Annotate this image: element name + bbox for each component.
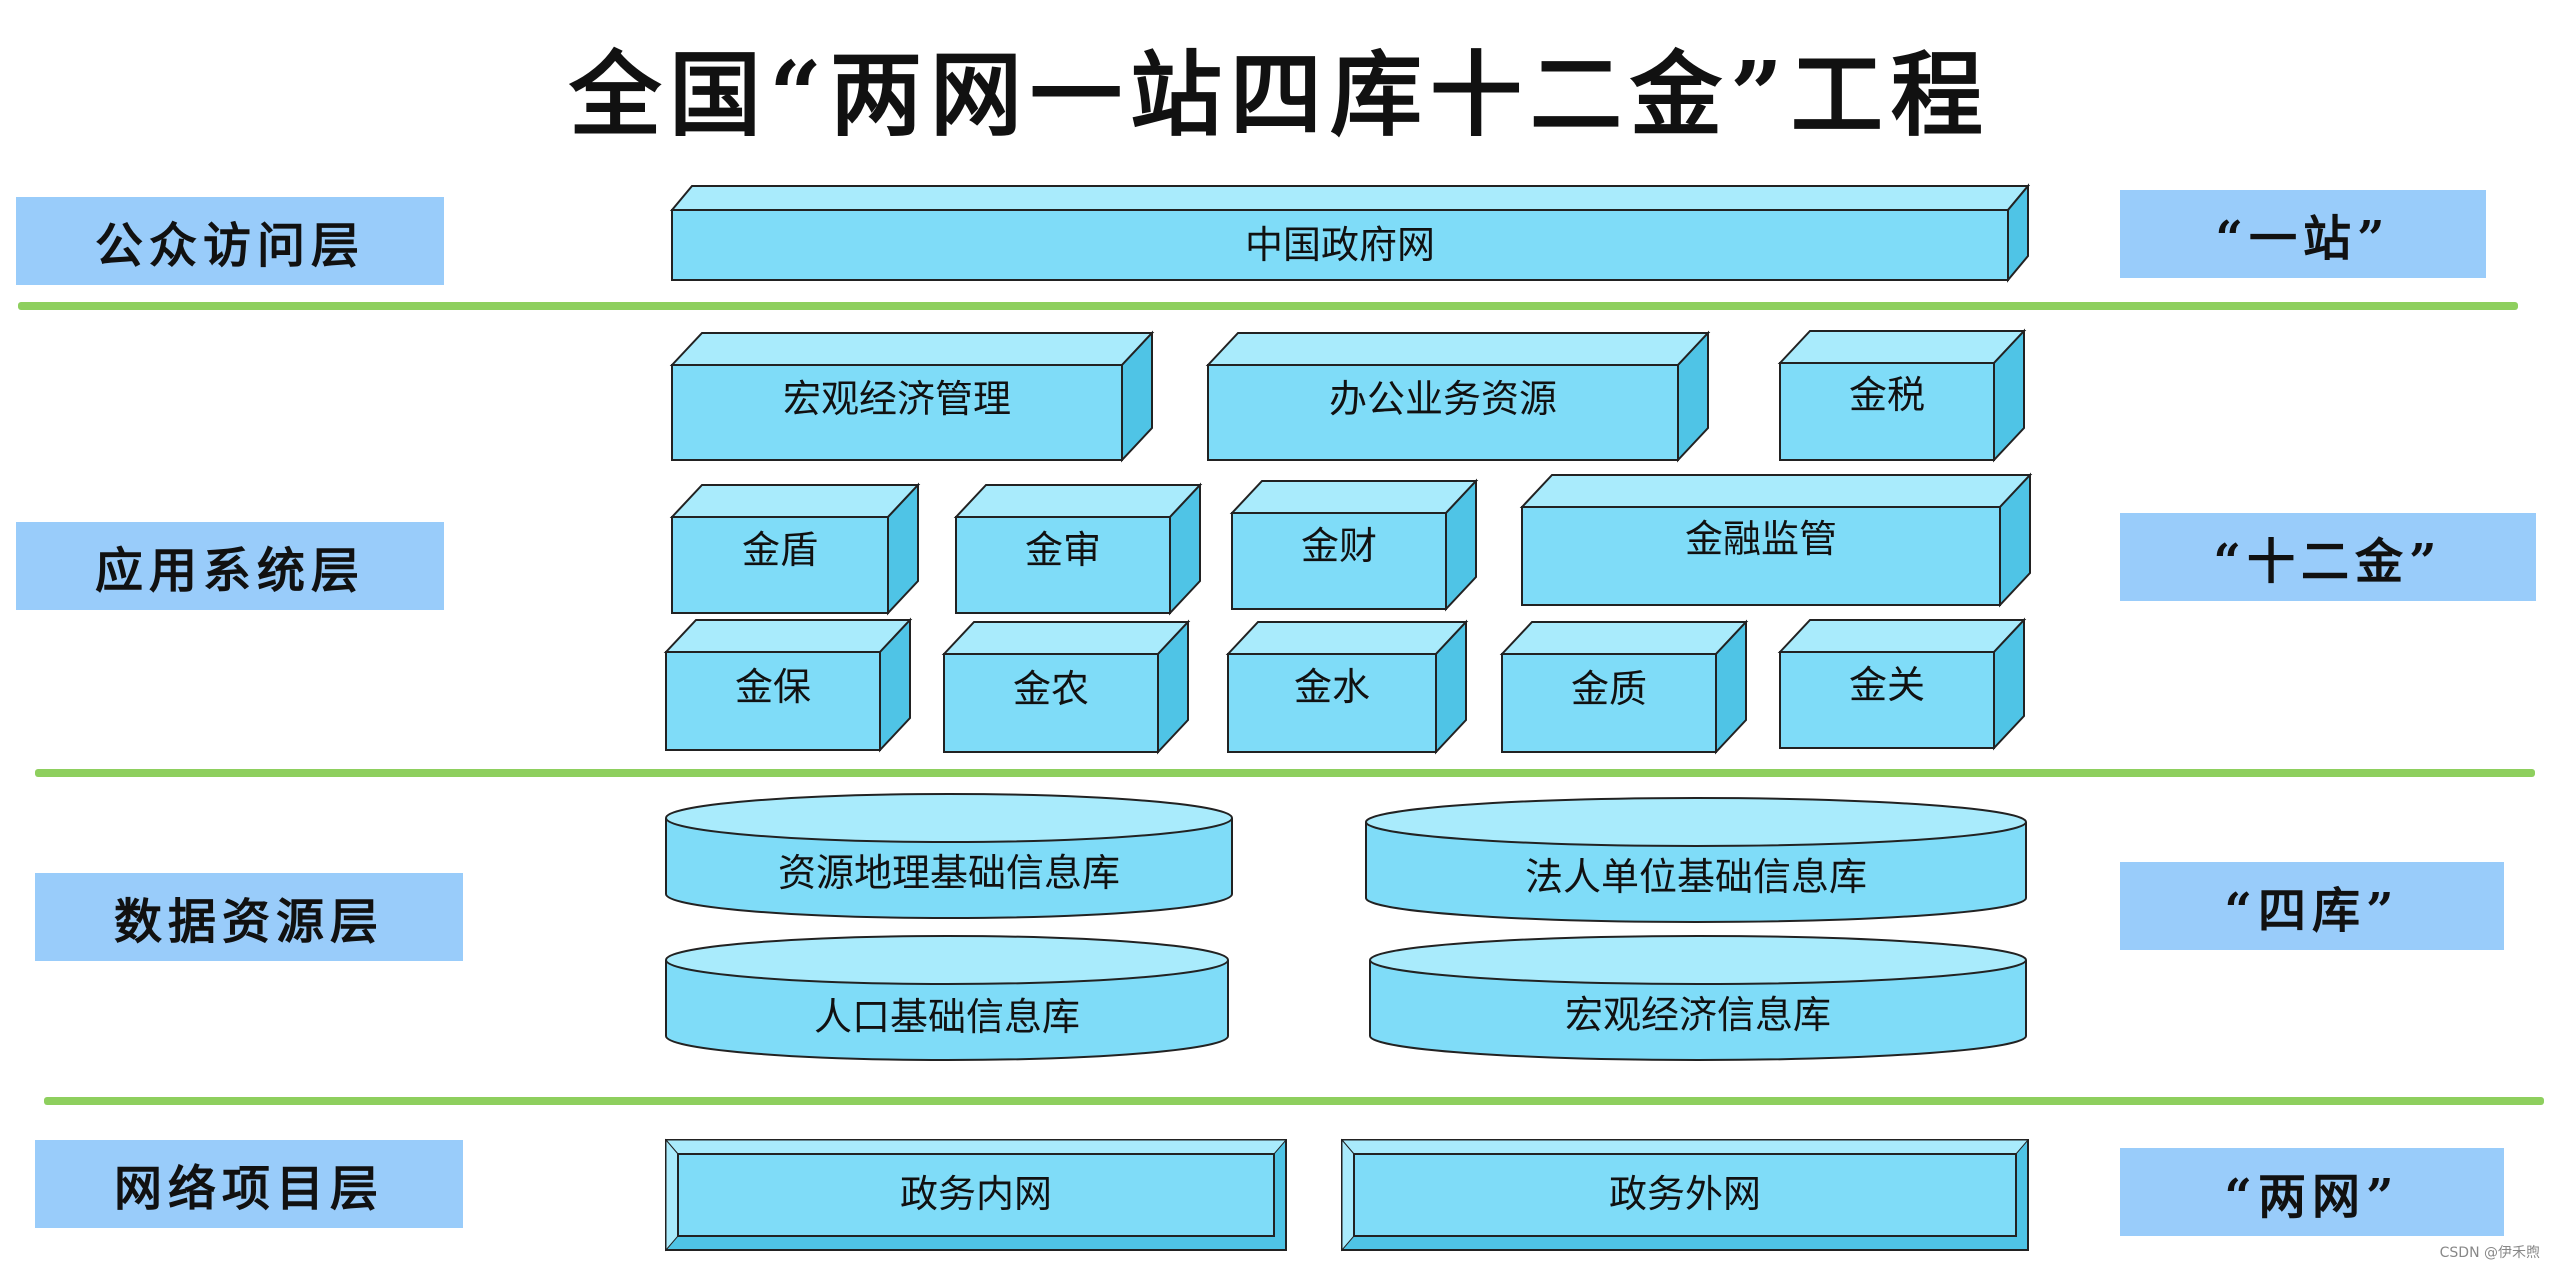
box-jinshui-water: 金水 [1225, 619, 1469, 755]
db-label: 人口基础信息库 [814, 995, 1080, 1039]
box-label: 金税 [1849, 373, 1925, 417]
db-label: 宏观经济信息库 [1565, 993, 1831, 1037]
right-label-twelve: “十二金” [2120, 513, 2536, 601]
box-label: 中国政府网 [1245, 223, 1435, 267]
layer-label-public: 公众访问层 [16, 197, 444, 285]
watermark: CSDN @伊禾煦 [2439, 1245, 2540, 1261]
layer-label-app: 应用系统层 [16, 522, 444, 610]
box-jincai: 金财 [1229, 478, 1479, 612]
box-jinshen: 金审 [953, 482, 1203, 616]
box-label: 金质 [1571, 667, 1647, 711]
db-geo: 资源地理基础信息库 [665, 793, 1233, 919]
net-label: 政务内网 [900, 1172, 1052, 1216]
db-label: 资源地理基础信息库 [778, 851, 1120, 895]
box-label: 金融监管 [1685, 517, 1837, 561]
box-jindun: 金盾 [669, 482, 921, 616]
layer-label-network: 网络项目层 [35, 1140, 463, 1228]
box-label: 金农 [1013, 667, 1089, 711]
db-legal: 法人单位基础信息库 [1365, 797, 2027, 923]
box-label: 办公业务资源 [1329, 377, 1557, 421]
box-jinshui-tax: 金税 [1777, 328, 2027, 463]
box-jinrong: 金融监管 [1519, 472, 2033, 608]
db-macro-econ: 宏观经济信息库 [1369, 935, 2027, 1061]
right-label-two: “两网” [2120, 1148, 2504, 1236]
box-jinzhi: 金质 [1499, 619, 1749, 755]
box-jinbao: 金保 [663, 617, 913, 753]
box-label: 金盾 [742, 528, 818, 572]
separator-line [18, 302, 2518, 310]
separator-line [35, 769, 2535, 777]
box-macro-econ-mgmt: 宏观经济管理 [669, 330, 1155, 463]
box-office-resources: 办公业务资源 [1205, 330, 1711, 463]
box-label: 宏观经济管理 [783, 377, 1011, 421]
net-internal: 政务内网 [664, 1138, 1288, 1252]
box-gov-portal: 中国政府网 [669, 183, 2031, 283]
net-label: 政务外网 [1609, 1172, 1761, 1216]
db-population: 人口基础信息库 [665, 935, 1229, 1061]
layer-label-data: 数据资源层 [35, 873, 463, 961]
box-label: 金财 [1301, 524, 1377, 568]
box-jinguan: 金关 [1777, 617, 2027, 751]
right-label-station: “一站” [2120, 190, 2486, 278]
box-jinnong: 金农 [941, 619, 1191, 755]
separator-line [44, 1097, 2544, 1105]
right-label-four: “四库” [2120, 862, 2504, 950]
net-external: 政务外网 [1340, 1138, 2030, 1252]
diagram-title: 全国“两网一站四库十二金”工程 [569, 41, 1991, 149]
db-label: 法人单位基础信息库 [1525, 855, 1867, 899]
box-label: 金审 [1025, 528, 1101, 572]
box-label: 金关 [1849, 663, 1925, 707]
box-label: 金保 [735, 665, 811, 709]
box-label: 金水 [1294, 665, 1370, 709]
